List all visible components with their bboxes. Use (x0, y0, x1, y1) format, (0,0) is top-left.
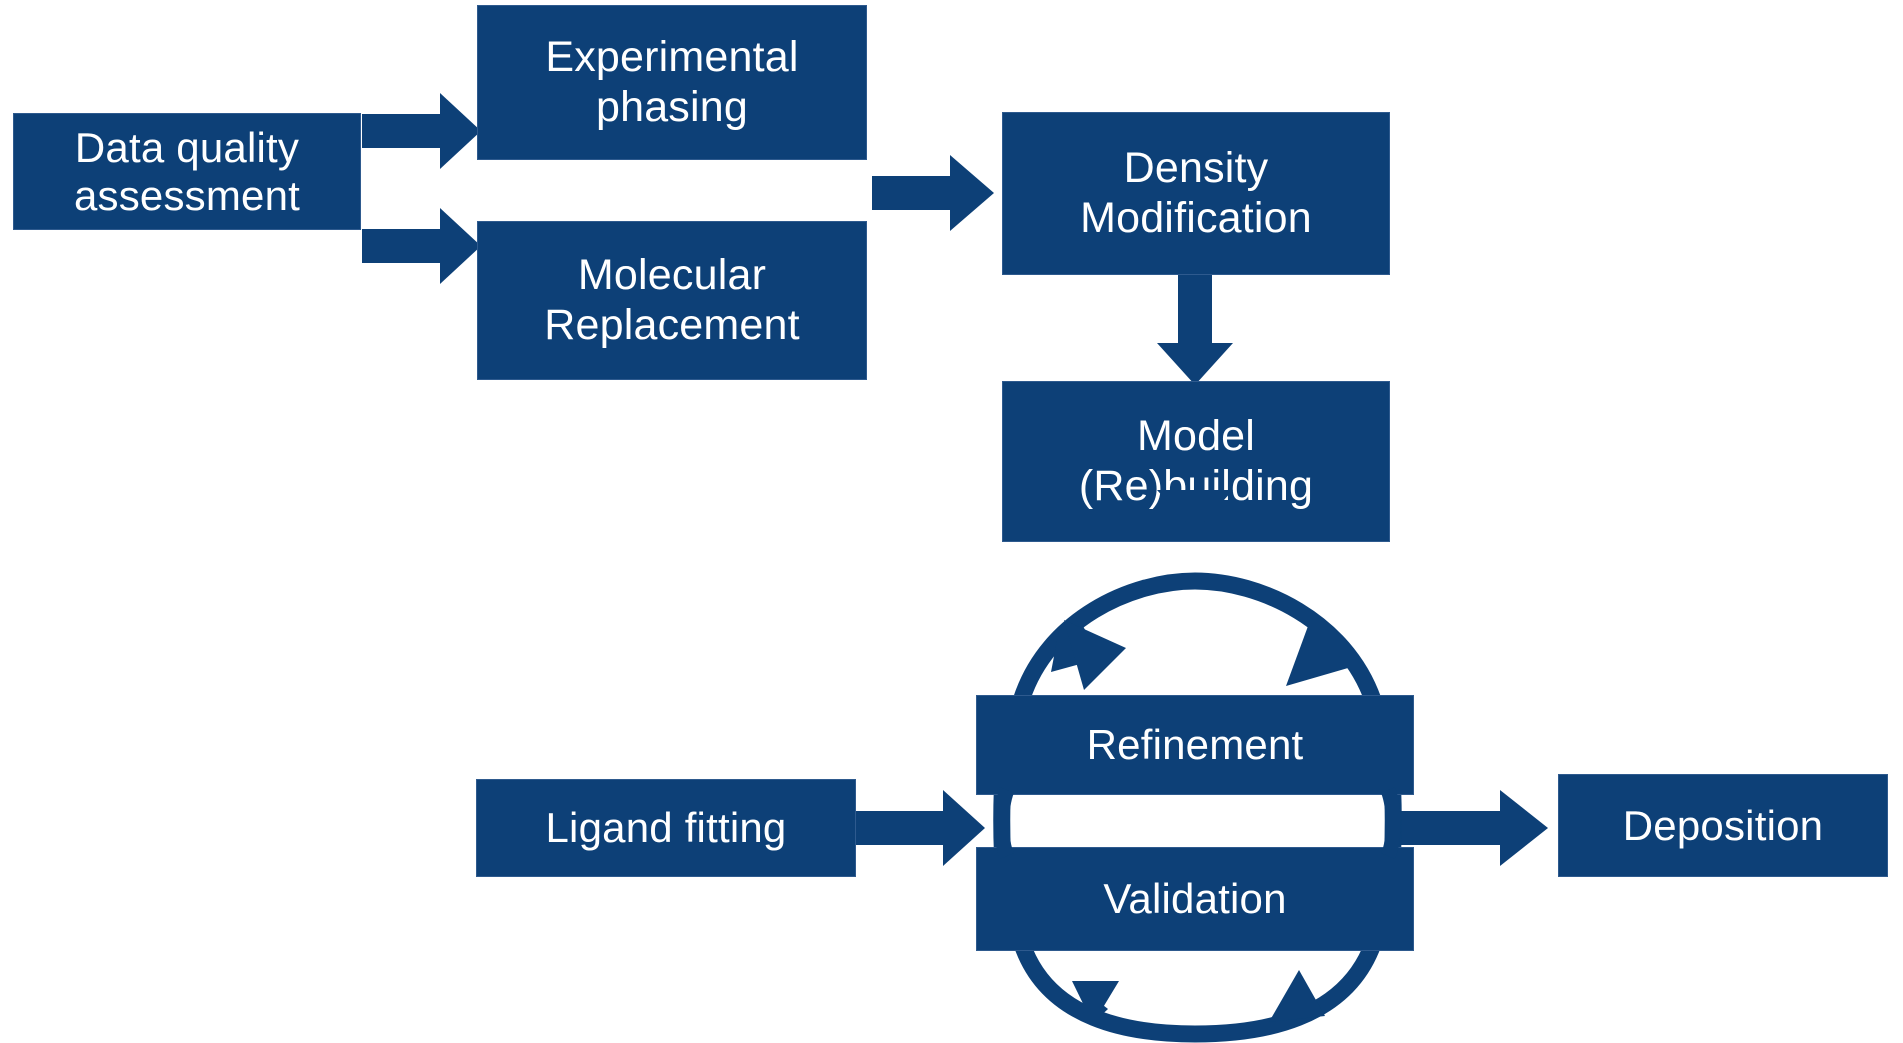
node-data-quality-assessment[interactable]: Data quality assessment (13, 113, 361, 230)
node-label-line2: (Re)building (1078, 461, 1314, 510)
node-ligand-fitting[interactable]: Ligand fitting (476, 779, 856, 877)
node-deposition[interactable]: Deposition (1558, 774, 1888, 877)
arrow-data-quality-to-molecular-replacement (362, 208, 481, 284)
node-experimental-phasing[interactable]: Experimental phasing (477, 5, 867, 160)
node-label-line1: Validation (1103, 875, 1287, 923)
arrow-ligand-fitting-to-refinement (855, 790, 985, 866)
node-label-line1: Ligand fitting (545, 804, 787, 852)
node-label-line2: phasing (595, 82, 748, 131)
cycle-arc-bottom (1013, 940, 1381, 1043)
node-label-line1: Experimental (545, 33, 799, 82)
node-label-line1: Molecular (577, 251, 767, 300)
node-label-line1: Deposition (1622, 801, 1824, 849)
node-label-line1: Model (1136, 412, 1256, 461)
arrow-data-quality-to-experimental-phasing (362, 93, 481, 169)
node-validation[interactable]: Validation (976, 847, 1414, 951)
node-label-line2: Replacement (544, 300, 800, 349)
node-label-line2: assessment (73, 171, 301, 219)
node-label-line1: Data quality (74, 123, 300, 171)
node-label-line2: Modification (1080, 193, 1312, 242)
arrow-validation-to-deposition (1400, 790, 1548, 866)
node-refinement[interactable]: Refinement (976, 695, 1414, 795)
node-label-line1: Refinement (1086, 721, 1304, 769)
node-density-modification[interactable]: Density Modification (1002, 112, 1390, 275)
arrow-phasing-to-density-modification (872, 155, 994, 231)
node-model-rebuilding[interactable]: Model (Re)building (1002, 381, 1390, 542)
node-molecular-replacement[interactable]: Molecular Replacement (477, 221, 867, 380)
node-label-line1: Density (1123, 144, 1269, 193)
arrow-density-modification-to-model-rebuilding (1157, 274, 1233, 385)
cycle-arc-top (1013, 572, 1382, 703)
